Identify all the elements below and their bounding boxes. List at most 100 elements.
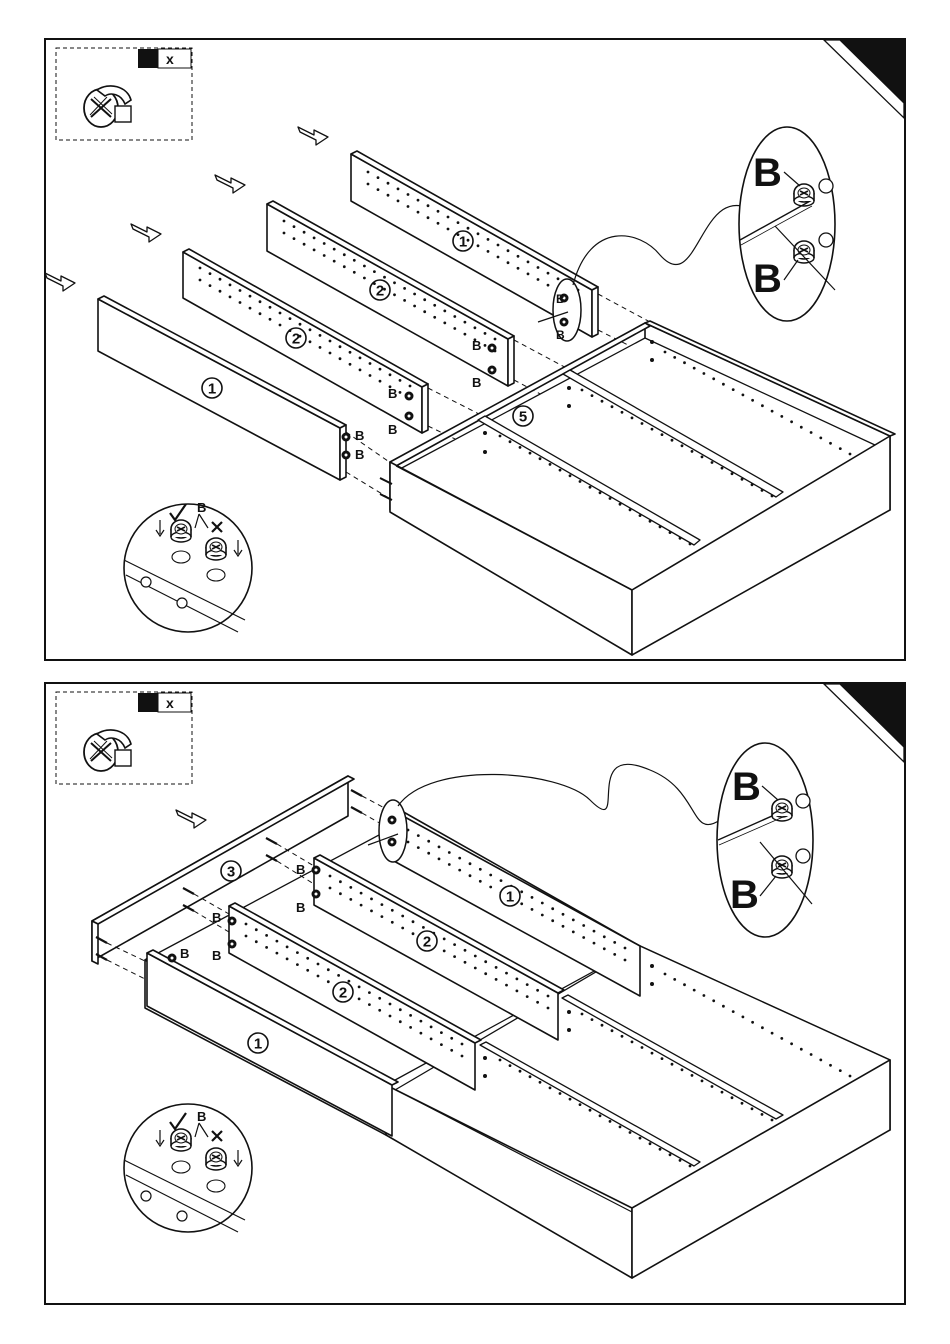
hardware-label: B xyxy=(388,422,397,437)
drill-hole xyxy=(249,307,252,310)
drill-hole xyxy=(447,216,450,219)
drill-hole xyxy=(519,446,522,449)
part-number-end-panel: 3 xyxy=(227,864,235,881)
drill-hole xyxy=(368,1003,371,1006)
drill-hole xyxy=(423,310,426,313)
drill-hole xyxy=(329,352,332,355)
drill-hole xyxy=(519,1070,522,1073)
drill-hole xyxy=(438,858,441,861)
drill-hole xyxy=(461,1055,464,1058)
drill-hole xyxy=(279,324,282,327)
drill-hole xyxy=(412,920,415,923)
drill-hole xyxy=(579,1103,582,1106)
drill-hole xyxy=(333,248,336,251)
drill-hole xyxy=(721,467,724,470)
drill-hole xyxy=(659,1148,662,1151)
drill-hole xyxy=(276,940,279,943)
drill-hole xyxy=(591,1018,594,1021)
drill-hole xyxy=(479,880,482,883)
drill-hole xyxy=(629,1131,632,1134)
drill-hole xyxy=(527,273,530,276)
drill-hole xyxy=(296,951,299,954)
drill-hole xyxy=(664,351,667,354)
drill-hole xyxy=(529,452,532,455)
drill-hole xyxy=(379,368,382,371)
drill-hole xyxy=(413,293,416,296)
drill-hole xyxy=(239,289,242,292)
drill-hole xyxy=(229,284,232,287)
drill-hole xyxy=(437,210,440,213)
drill-hole xyxy=(751,399,754,402)
drill-hole xyxy=(631,1041,634,1044)
drill-hole xyxy=(323,254,326,257)
hardware-label: B xyxy=(388,386,397,401)
drill-hole xyxy=(360,892,363,895)
drill-hole xyxy=(317,975,320,978)
drill-hole xyxy=(389,373,392,376)
drill-hole xyxy=(761,1026,764,1029)
drill-hole xyxy=(313,237,316,240)
drill-hole xyxy=(547,284,550,287)
drill-hole xyxy=(329,875,332,878)
drill-hole xyxy=(613,953,616,956)
drill-hole xyxy=(499,1059,502,1062)
drill-hole xyxy=(651,428,654,431)
drill-hole xyxy=(239,301,242,304)
drill-hole xyxy=(819,1059,822,1062)
hardware-label: B xyxy=(472,338,481,353)
drill-hole xyxy=(539,457,542,460)
drill-hole xyxy=(611,405,614,408)
drill-hole xyxy=(671,439,674,442)
drill-hole xyxy=(474,326,477,329)
drill-hole xyxy=(487,250,490,253)
drill-hole xyxy=(477,244,480,247)
drill-hole xyxy=(569,1098,572,1101)
hardware-label-large: B xyxy=(753,151,782,195)
drill-hole xyxy=(479,868,482,871)
drill-hole xyxy=(349,363,352,366)
drill-hole xyxy=(383,276,386,279)
drill-hole xyxy=(732,388,735,391)
drill-hole xyxy=(771,410,774,413)
drill-hole xyxy=(547,272,550,275)
drill-hole xyxy=(464,321,467,324)
step-panel-top: x 1 B B 2 xyxy=(45,39,905,660)
drill-hole xyxy=(448,851,451,854)
drill-hole xyxy=(761,404,764,407)
drill-hole xyxy=(397,188,400,191)
drill-hole xyxy=(839,447,842,450)
drill-hole xyxy=(517,267,520,270)
drill-hole xyxy=(353,259,356,262)
drill-hole xyxy=(283,232,286,235)
part-number-inner-rail: 2 xyxy=(292,331,300,348)
drill-hole xyxy=(761,489,764,492)
quantity-swatch xyxy=(138,693,158,712)
drill-hole xyxy=(641,422,644,425)
drill-hole xyxy=(621,1035,624,1038)
drill-hole xyxy=(409,1026,412,1029)
drill-hole xyxy=(701,456,704,459)
drill-hole xyxy=(619,1126,622,1129)
hardware-label: B xyxy=(180,946,189,961)
drill-hole xyxy=(520,890,523,893)
cam-lock-fitting-icon xyxy=(84,730,131,771)
drill-hole xyxy=(303,231,306,234)
drill-hole xyxy=(359,369,362,372)
drill-hole xyxy=(417,846,420,849)
drill-hole xyxy=(358,998,361,1001)
drill-hole xyxy=(800,426,803,429)
drill-hole xyxy=(790,420,793,423)
drill-hole xyxy=(562,925,565,928)
drill-hole xyxy=(299,335,302,338)
drill-hole xyxy=(732,1010,735,1013)
step-panel-bottom: x xyxy=(45,683,905,1304)
quantity-prefix: x xyxy=(166,695,174,711)
drill-hole xyxy=(810,431,813,434)
drill-hole xyxy=(423,298,426,301)
drill-hole xyxy=(771,495,774,498)
drill-hole xyxy=(329,340,332,343)
drill-hole xyxy=(495,978,498,981)
zoom-spot xyxy=(379,800,407,862)
drill-hole xyxy=(283,220,286,223)
part-number-long-side: 1 xyxy=(208,381,216,398)
